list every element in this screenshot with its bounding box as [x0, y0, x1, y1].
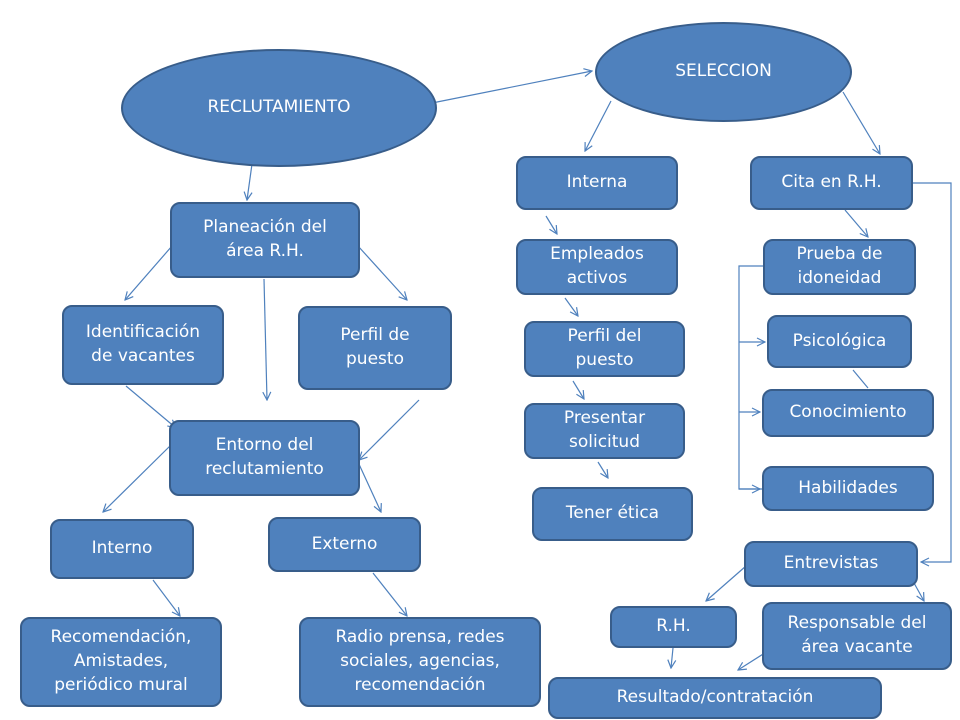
connector-entorno-externo	[357, 461, 381, 512]
node-planeacion: Planeación del área R.H.	[170, 202, 360, 278]
node-seleccion: SELECCION	[595, 22, 852, 122]
node-perfil-puesto: Perfil de puesto	[298, 306, 452, 390]
node-rh: R.H.	[610, 606, 737, 648]
connector-externo-radio	[372, 572, 407, 616]
connector-rh-resultado	[671, 647, 673, 668]
connector-perfil-presentar	[572, 380, 584, 399]
connector-seleccion-interna	[585, 100, 612, 151]
connector-planeacion-entorno	[264, 278, 267, 400]
connector-cita-entrevistas	[913, 182, 952, 562]
node-identificacion: Identificación de vacantes	[62, 305, 224, 385]
node-perfil-del-puesto: Perfil del puesto	[524, 321, 685, 377]
node-reclutamiento: RECLUTAMIENTO	[121, 49, 437, 167]
node-habilidades: Habilidades	[762, 466, 934, 511]
node-resultado: Resultado/contratación	[548, 677, 882, 719]
node-prueba: Prueba de idoneidad	[763, 239, 916, 295]
connector-seleccion-cita	[842, 91, 880, 154]
connector-identificacion-entorno	[125, 385, 176, 428]
connector-planeacion-identificacion	[125, 245, 173, 300]
connector-reclutamiento-seleccion	[431, 71, 592, 104]
node-psicologica: Psicológica	[767, 315, 912, 368]
node-cita: Cita en R.H.	[750, 156, 913, 210]
node-entrevistas: Entrevistas	[744, 541, 918, 587]
node-recomendacion: Recomendación, Amistades, periódico mura…	[20, 617, 222, 707]
connector-interna-empleados	[545, 215, 557, 234]
connector-cita-prueba	[844, 209, 868, 237]
connector-interno-recomendacion	[152, 579, 180, 616]
node-interna: Interna	[516, 156, 678, 210]
node-empleados: Empleados activos	[516, 239, 678, 295]
connector-entorno-interno	[103, 443, 173, 512]
node-conocimiento: Conocimiento	[762, 389, 934, 437]
connector-entrevistas-responsable	[913, 582, 924, 601]
node-responsable: Responsable del área vacante	[762, 602, 952, 670]
node-radio: Radio prensa, redes sociales, agencias, …	[299, 617, 541, 707]
connector-psicologica-conocimiento	[852, 369, 869, 389]
connector-perfil-entorno	[359, 399, 420, 460]
connector-presentar-etica	[597, 461, 608, 478]
node-presentar: Presentar solicitud	[524, 403, 685, 459]
connector-entrevistas-rh	[706, 565, 747, 601]
node-interno: Interno	[50, 519, 194, 579]
node-etica: Tener ética	[532, 487, 693, 541]
node-entorno: Entorno del reclutamiento	[169, 420, 360, 496]
node-externo: Externo	[268, 517, 421, 572]
connector-prueba-bracket-top	[738, 265, 763, 490]
connector-reclutamiento-planeacion	[247, 163, 253, 200]
connector-empleados-perfil	[564, 297, 578, 316]
connector-planeacion-perfil	[357, 245, 407, 300]
